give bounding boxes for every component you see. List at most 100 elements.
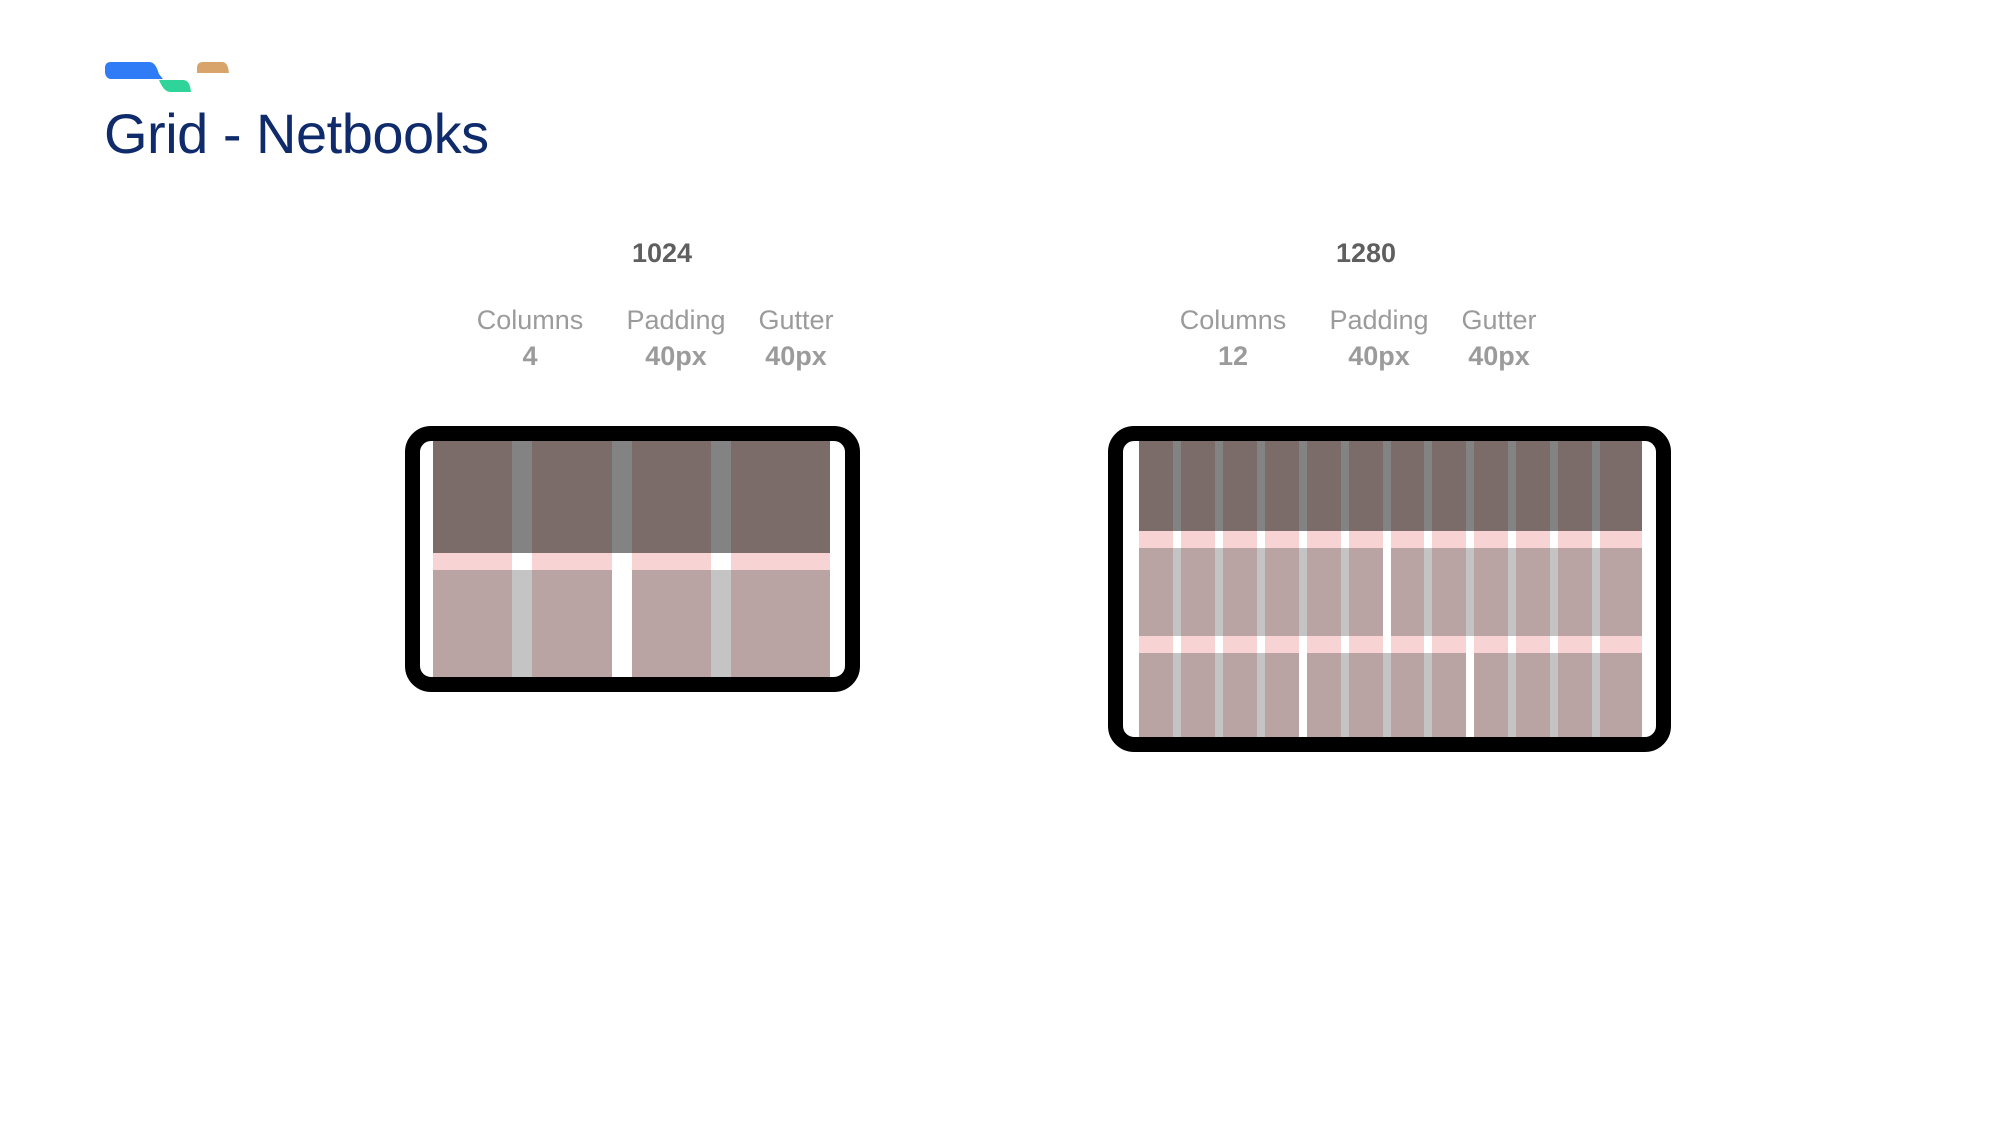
content-gutter <box>512 570 533 677</box>
spec-gutter: Gutter 40px <box>751 302 841 374</box>
header-gutter <box>1214 441 1223 531</box>
spec-columns-value: 12 <box>1217 341 1249 371</box>
header-gutter <box>1424 441 1433 531</box>
spec-columns-label: Columns <box>476 305 584 335</box>
panel-title-1280: 1280 <box>1335 238 1397 268</box>
content-gutter <box>1214 548 1223 636</box>
content-gutter <box>1382 653 1391 737</box>
netbook-device-1280 <box>1108 426 1671 752</box>
page-title: Grid - Netbooks <box>104 102 489 165</box>
panel-specs-1280: Columns 12 Padding 40px Gutter 40px <box>1178 302 1544 374</box>
grid-screen-1280 <box>1139 441 1642 737</box>
grid-content-row <box>1139 653 1642 737</box>
header-gutter <box>710 441 731 553</box>
header-gutter <box>1550 441 1559 531</box>
content-gutter <box>1256 653 1265 737</box>
spec-gutter-label: Gutter <box>758 305 834 335</box>
header-gutter <box>611 441 632 553</box>
divider-gutter <box>1382 636 1391 653</box>
spec-padding: Padding 40px <box>1324 302 1434 374</box>
block-gap <box>1466 653 1475 737</box>
spec-gutter-value: 40px <box>765 341 827 371</box>
content-gutter <box>1256 548 1265 636</box>
divider-gutter <box>1424 531 1433 548</box>
divider-gutter <box>1592 531 1601 548</box>
content-gutter <box>1592 653 1601 737</box>
divider-gutter <box>1214 531 1223 548</box>
divider-gutter <box>1340 636 1349 653</box>
divider-gutter <box>1256 636 1265 653</box>
grid-content-row <box>433 570 830 677</box>
grid-header-row <box>1139 441 1642 531</box>
content-gutter <box>1550 653 1559 737</box>
spec-padding-value: 40px <box>1348 341 1410 371</box>
spec-gutter: Gutter 40px <box>1454 302 1544 374</box>
content-gutter <box>1550 548 1559 636</box>
grid-content-row <box>1139 548 1642 636</box>
divider-gutter <box>1466 636 1475 653</box>
content-gutter <box>1508 653 1517 737</box>
content-gutter <box>1466 548 1475 636</box>
content-gutter <box>1592 548 1601 636</box>
header-gutter <box>1340 441 1349 531</box>
panel-title-1024: 1024 <box>631 238 693 268</box>
divider-gutter <box>1298 636 1307 653</box>
row-divider <box>1139 531 1642 548</box>
content-gutter <box>1424 548 1433 636</box>
divider-gutter <box>1214 636 1223 653</box>
block-gap <box>611 570 632 677</box>
divider-gutter <box>1340 531 1349 548</box>
header-gutter <box>1592 441 1601 531</box>
content-gutter <box>1298 548 1307 636</box>
divider-gutter <box>1508 636 1517 653</box>
divider-gutter <box>512 553 533 570</box>
header-gutter <box>512 441 533 553</box>
netbook-device-1024 <box>405 426 860 692</box>
content-gutter <box>1172 548 1181 636</box>
divider-gutter <box>1550 636 1559 653</box>
content-gutter <box>1214 653 1223 737</box>
spec-columns: Columns 12 <box>1178 302 1288 374</box>
content-gutter <box>1340 653 1349 737</box>
content-gutter <box>1172 653 1181 737</box>
content-gutter <box>710 570 731 677</box>
divider-gutter <box>710 553 731 570</box>
divider-gutter <box>1382 531 1391 548</box>
spec-padding-value: 40px <box>645 341 707 371</box>
divider-gutter <box>1256 531 1265 548</box>
divider-gutter <box>1508 531 1517 548</box>
divider-gutter <box>1592 636 1601 653</box>
header-gutter <box>1466 441 1475 531</box>
logo-stroke-green <box>159 80 191 92</box>
divider-gutter <box>1424 636 1433 653</box>
spec-padding: Padding 40px <box>621 302 731 374</box>
row-divider <box>433 553 830 570</box>
logo-stroke-blue <box>105 62 163 79</box>
divider-gutter <box>1550 531 1559 548</box>
divider-gutter <box>1298 531 1307 548</box>
spec-padding-label: Padding <box>626 305 726 335</box>
panel-specs-1024: Columns 4 Padding 40px Gutter 40px <box>475 302 841 374</box>
header-gutter <box>1382 441 1391 531</box>
spec-columns-label: Columns <box>1179 305 1287 335</box>
content-gutter <box>1424 653 1433 737</box>
header-gutter <box>1508 441 1517 531</box>
logo-stroke-tan <box>197 62 229 73</box>
header-gutter <box>1298 441 1307 531</box>
row-divider <box>1139 636 1642 653</box>
header-gutter <box>1256 441 1265 531</box>
grid-screen-1024 <box>433 441 830 677</box>
spec-gutter-value: 40px <box>1468 341 1530 371</box>
divider-gutter <box>1172 531 1181 548</box>
block-gap <box>1298 653 1307 737</box>
spec-padding-label: Padding <box>1329 305 1429 335</box>
divider-gutter <box>1172 636 1181 653</box>
content-gutter <box>1508 548 1517 636</box>
spec-gutter-label: Gutter <box>1461 305 1537 335</box>
block-gap <box>1382 548 1391 636</box>
divider-gutter <box>1466 531 1475 548</box>
spec-columns: Columns 4 <box>475 302 585 374</box>
brand-logo <box>105 62 229 92</box>
content-gutter <box>1340 548 1349 636</box>
grid-header-row <box>433 441 830 553</box>
